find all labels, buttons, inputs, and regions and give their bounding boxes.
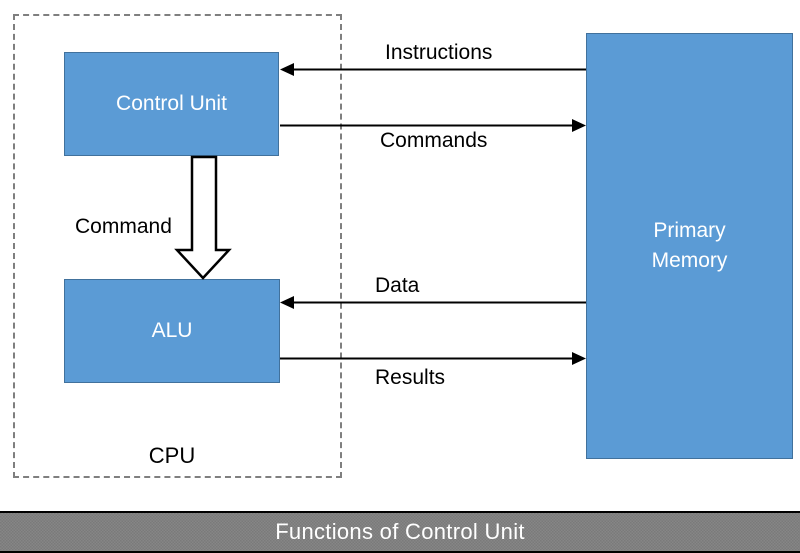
- control-unit-label: Control Unit: [116, 92, 227, 115]
- alu-box: ALU: [64, 279, 280, 383]
- footer-title: Functions of Control Unit: [275, 519, 525, 544]
- cpu-group-label: CPU: [148, 443, 196, 468]
- data-label: Data: [375, 274, 420, 297]
- results-label: Results: [375, 366, 446, 389]
- commands-label: Commands: [380, 129, 488, 152]
- arrowhead-right: [572, 119, 586, 132]
- alu-label: ALU: [151, 319, 193, 342]
- arrowhead-right: [572, 352, 586, 365]
- cpu-dashed-boundary: [13, 14, 342, 478]
- primary-memory-box: Primary Memory: [586, 33, 793, 459]
- instructions-label: Instructions: [385, 41, 493, 64]
- footer-title-bar: Functions of Control Unit: [0, 511, 800, 553]
- control-unit-box: Control Unit: [64, 52, 279, 156]
- primary-memory-label: Primary Memory: [651, 218, 728, 272]
- command-label: Command: [75, 215, 172, 238]
